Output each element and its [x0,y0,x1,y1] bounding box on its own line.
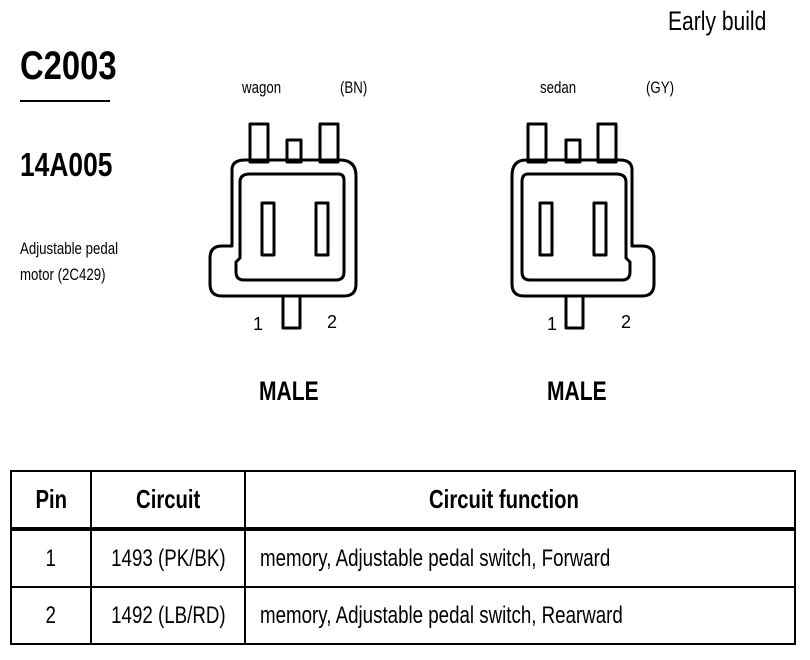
row-2-circuit: 1492 (LB/RD) [90,586,246,645]
wagon-gender-label: MALE [259,376,319,406]
row-2-pin: 2 [10,586,92,645]
table-row: 1 1493 (PK/BK) memory, Adjustable pedal … [10,528,796,588]
table-row: 2 1492 (LB/RD) memory, Adjustable pedal … [10,586,796,645]
description-line-1: Adjustable pedal [20,239,119,258]
header-circuit-function: Circuit function [244,470,796,531]
build-note: Early build [668,6,767,36]
sedan-variant-label: sedan [540,78,577,97]
row-1-function: memory, Adjustable pedal switch, Forward [244,528,796,588]
row-1-circuit: 1493 (PK/BK) [90,528,246,588]
header-circuit: Circuit [90,470,246,531]
sedan-color-code: (GY) [646,78,674,97]
row-1-pin: 1 [10,528,92,588]
wagon-variant-label: wagon [242,78,282,97]
connector-id-underline [20,100,110,102]
wagon-pin-2-label: 2 [327,312,338,332]
header-pin: Pin [10,470,92,531]
wagon-color-code: (BN) [340,78,368,97]
description-line-2: motor (2C429) [20,265,106,284]
connector-description: Adjustable pedal motor (2C429) [20,236,118,288]
sedan-pin-2-label: 2 [621,312,632,332]
sedan-pin-1-label: 1 [547,314,558,334]
wagon-pin-1-label: 1 [253,314,264,334]
row-2-function: memory, Adjustable pedal switch, Rearwar… [244,586,796,645]
pin-circuit-table: Pin Circuit Circuit function 1 1493 (PK/… [10,470,796,645]
connector-id: C2003 [20,44,117,88]
sedan-gender-label: MALE [547,376,607,406]
part-number: 14A005 [20,146,113,183]
table-header-row: Pin Circuit Circuit function [10,470,796,531]
